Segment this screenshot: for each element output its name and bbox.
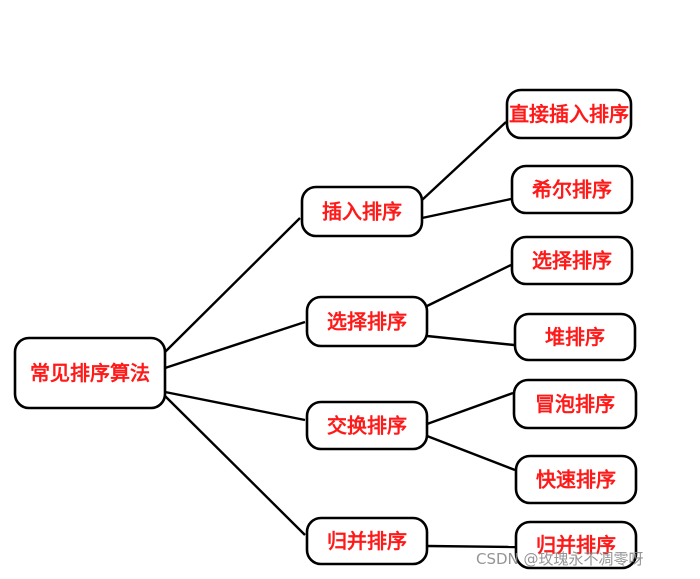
edge-selection-to-selection-sort	[426, 263, 512, 308]
node-box-shell	[510, 164, 634, 215]
edge-exchange-to-bubble	[426, 391, 514, 426]
node-label-direct-insertion: 直接插入排序	[509, 102, 629, 126]
edge-exchange-to-quick	[426, 434, 516, 472]
node-box-insertion	[300, 185, 424, 238]
node-box-direct-insertion	[505, 88, 633, 140]
node-exchange: 交换排序	[305, 400, 429, 451]
node-label-selection: 选择排序	[327, 310, 407, 334]
node-box-selection	[305, 295, 429, 348]
node-box-merge-sort	[514, 520, 638, 570]
node-box-selection-sort	[510, 235, 634, 286]
node-label-exchange: 交换排序	[327, 414, 407, 438]
node-shell: 希尔排序	[510, 164, 634, 215]
node-label-root: 常见排序算法	[30, 361, 150, 385]
node-label-selection-sort: 选择排序	[532, 249, 612, 273]
edge-layer	[164, 121, 516, 549]
node-selection-sort: 选择排序	[510, 235, 634, 286]
node-label-quick: 快速排序	[536, 468, 616, 492]
node-selection: 选择排序	[305, 295, 429, 348]
node-merge: 归并排序	[305, 516, 429, 566]
node-box-quick	[514, 454, 638, 505]
node-box-heap	[513, 312, 637, 362]
edge-merge-to-merge-sort	[426, 544, 516, 549]
node-box-bubble	[512, 378, 638, 430]
node-merge-sort: 归并排序	[514, 520, 638, 570]
node-box-root	[13, 336, 167, 410]
node-heap: 堆排序	[513, 312, 637, 362]
edge-insertion-to-direct-insertion	[421, 121, 507, 201]
node-label-bubble: 冒泡排序	[535, 392, 615, 416]
node-label-heap: 堆排序	[545, 325, 605, 349]
node-label-merge-sort: 归并排序	[536, 533, 616, 557]
node-label-insertion: 插入排序	[322, 200, 402, 224]
node-quick: 快速排序	[514, 454, 638, 505]
node-box-exchange	[305, 400, 429, 451]
edge-root-to-insertion	[164, 217, 301, 353]
node-label-merge: 归并排序	[327, 529, 407, 553]
node-label-shell: 希尔排序	[532, 178, 612, 202]
edge-root-to-selection	[164, 320, 306, 370]
node-box-merge	[305, 516, 429, 566]
node-direct-insertion: 直接插入排序	[505, 88, 633, 140]
edge-root-to-merge	[164, 395, 306, 536]
watermark: CSDN @玫瑰永不凋零呀	[476, 550, 644, 568]
node-root: 常见排序算法	[13, 336, 167, 410]
edge-selection-to-heap	[426, 334, 515, 347]
edge-insertion-to-shell	[421, 197, 512, 220]
node-insertion: 插入排序	[300, 185, 424, 238]
node-bubble: 冒泡排序	[512, 378, 638, 430]
edge-root-to-exchange	[164, 390, 306, 422]
